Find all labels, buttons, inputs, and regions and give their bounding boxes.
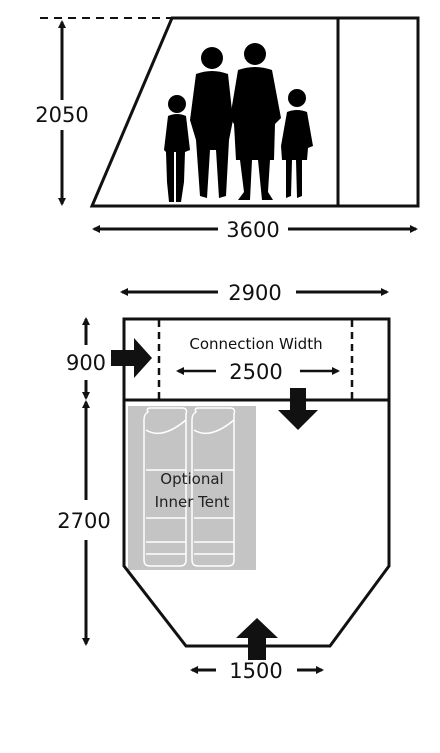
length-label: 3600: [226, 218, 279, 242]
front-entry-arrow-icon: [278, 388, 318, 430]
rear-width-label: 1500: [229, 659, 282, 683]
sleeping-bag-icon: [143, 407, 188, 567]
side-view: 2050 3600: [35, 16, 420, 242]
connection-width-label: 2500: [229, 360, 282, 384]
inner-tent-label-line2: Inner Tent: [155, 493, 230, 511]
front-depth-label: 900: [66, 351, 106, 375]
sleeping-bag-icon: [191, 407, 236, 567]
side-entry-arrow-icon: [111, 338, 152, 378]
floor-plan: 2900 Optional Inner Tent Connection Widt: [57, 281, 391, 683]
height-label: 2050: [35, 103, 88, 127]
floor-plan-outline: [122, 317, 391, 648]
rear-entry-arrow-icon: [236, 618, 278, 660]
awning-side-outline: [89, 16, 420, 208]
inner-tent-label-line1: Optional: [160, 470, 223, 488]
family-silhouette-icon: [164, 43, 313, 202]
main-depth-label: 2700: [57, 509, 110, 533]
total-width-label: 2900: [228, 281, 281, 305]
connection-width-title: Connection Width: [189, 335, 322, 353]
